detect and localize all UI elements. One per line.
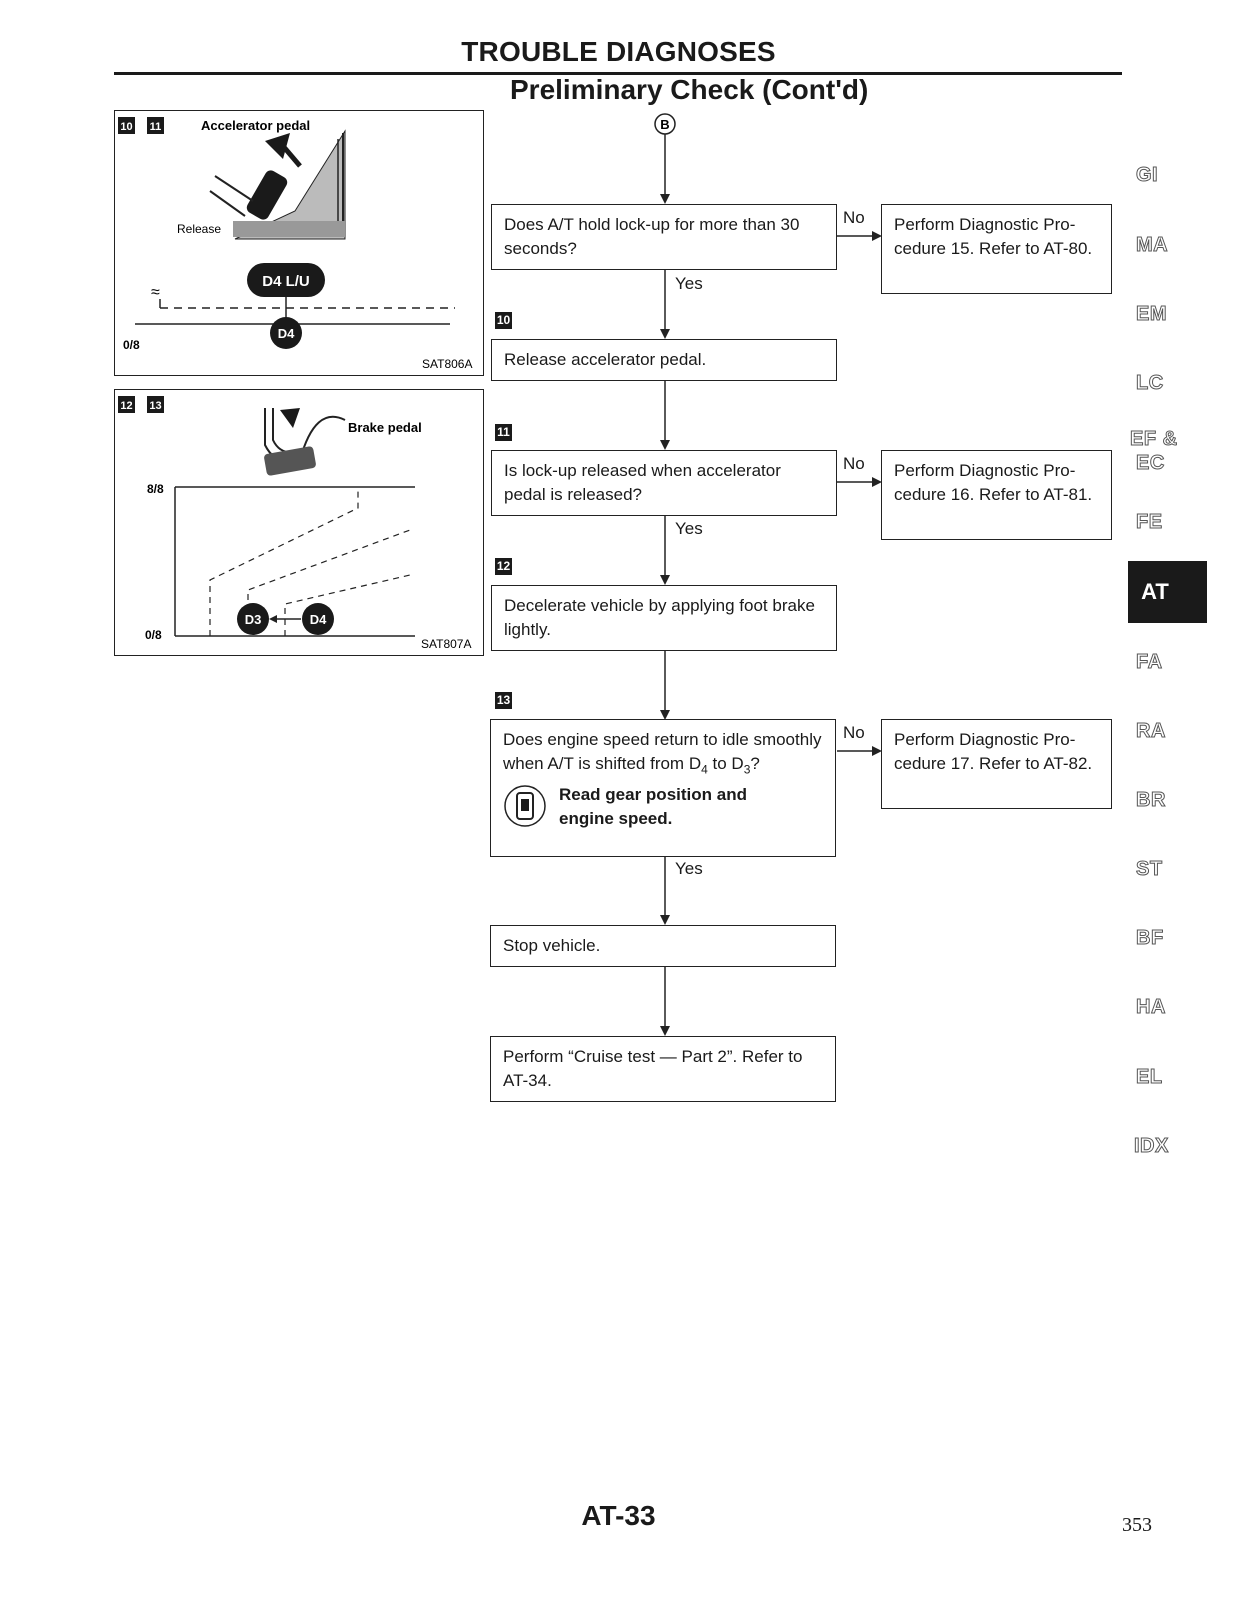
question-box-3: Does engine speed return to idle smoothl… [490, 719, 836, 857]
side-tab-ra[interactable]: RA [1136, 720, 1166, 743]
accelerator-pedal-label: Accelerator pedal [201, 118, 310, 133]
question-box-1: Does A/T hold lock-up for more than 30 s… [491, 204, 837, 270]
release-label: Release [177, 222, 221, 236]
d4-lu-badge [247, 263, 325, 297]
step-badge-12 [118, 396, 135, 413]
q3-note: Read gear position and engine speed. [559, 785, 747, 829]
side-tab-br[interactable]: BR [1136, 789, 1166, 812]
step-badge-11 [147, 117, 164, 134]
wave-icon: ≈ [151, 284, 160, 301]
full-eighth-label: 8/8 [147, 482, 164, 496]
result-box-1: Perform Diagnostic Pro-cedure 15. Refer … [881, 204, 1112, 294]
q3-text: Does engine speed return to idle smoothl… [503, 730, 822, 777]
q3-no-label: No [843, 723, 865, 742]
d4-badge-2 [302, 603, 334, 635]
step-badge-10-label: 10 [120, 121, 132, 133]
consult-tool-icon [504, 785, 546, 828]
side-tab-gi[interactable]: GI [1135, 164, 1159, 187]
brake-pedal-label: Brake pedal [348, 420, 422, 435]
side-tab-lc[interactable]: LC [1136, 372, 1164, 395]
flow-step-13: 13 [495, 692, 512, 709]
q1-yes-label: Yes [675, 274, 703, 293]
section-title: TROUBLE DIAGNOSES [461, 36, 776, 67]
step-badge-13 [147, 396, 164, 413]
q3-yes-label: Yes [675, 859, 703, 878]
d4-badge-2-label: D4 [310, 612, 327, 627]
flow-step-11: 11 [495, 424, 512, 441]
header-rule [114, 72, 1122, 75]
side-tab-el[interactable]: EL [1136, 1066, 1163, 1089]
side-tab-ma[interactable]: MA [1135, 234, 1169, 257]
d4-lu-badge-label: D4 L/U [262, 273, 310, 290]
accelerator-pedal-shape [246, 170, 288, 220]
side-tab-ef[interactable]: EF & [1130, 428, 1178, 451]
q1-no-label: No [843, 208, 865, 227]
illustration-accelerator: 10 11 Accelerator pedal Release D4 L/U ≈… [114, 110, 484, 376]
q2-yes-label: Yes [675, 519, 703, 538]
d4-badge [270, 317, 302, 349]
page-subtitle: Preliminary Check (Cont'd) [510, 74, 869, 105]
side-tab-fe[interactable]: FE [1136, 511, 1163, 534]
step-badge-10 [118, 117, 135, 134]
result-box-3: Perform Diagnostic Pro-cedure 17. Refer … [881, 719, 1112, 809]
side-tab-bf[interactable]: BF [1136, 927, 1164, 950]
question-box-2: Is lock-up released when accelerator ped… [491, 450, 837, 516]
illustration-brake: 12 13 Brake pedal 8/8 0/8 D3 D4 SAT807A [114, 389, 484, 656]
brake-arrow-icon [280, 408, 300, 428]
zero-eighth-label: 0/8 [123, 338, 140, 352]
side-tab-at-active[interactable]: AT [1128, 561, 1207, 623]
connector-b-label: B [660, 117, 669, 132]
result-box-2: Perform Diagnostic Pro-cedure 16. Refer … [881, 450, 1112, 540]
release-arrow-icon [265, 133, 290, 159]
side-tab-idx[interactable]: IDX [1134, 1135, 1169, 1158]
floor-hatch [234, 129, 346, 240]
side-tab-ec[interactable]: EC [1136, 452, 1165, 475]
page-label: AT-33 [581, 1500, 656, 1531]
side-tab-em[interactable]: EM [1136, 303, 1168, 326]
step-badge-13-label: 13 [149, 400, 161, 412]
d3-badge [237, 603, 269, 635]
zero-eighth-label-2: 0/8 [145, 628, 162, 642]
d4-badge-label: D4 [278, 326, 295, 341]
flow-step-12: 12 [495, 558, 512, 575]
action-box-cruise-test: Perform “Cruise test — Part 2”. Refer to… [490, 1036, 836, 1102]
action-box-release: Release accelerator pedal. [491, 339, 837, 381]
figure-code-2: SAT807A [421, 637, 471, 651]
q2-no-label: No [843, 454, 865, 473]
step-badge-11-label: 11 [150, 121, 162, 133]
side-tab-st[interactable]: ST [1136, 858, 1163, 881]
action-box-stop: Stop vehicle. [490, 925, 836, 967]
page-number: 353 [1122, 1514, 1152, 1536]
side-tab-ha[interactable]: HA [1136, 996, 1166, 1019]
accelerator-diagram: 10 11 Accelerator pedal Release D4 L/U ≈… [118, 117, 472, 371]
flow-step-10: 10 [495, 312, 512, 329]
d3-badge-label: D3 [245, 612, 262, 627]
brake-pedal-shape [264, 446, 316, 476]
brake-diagram: 12 13 Brake pedal 8/8 0/8 D3 D4 SAT807A [118, 396, 471, 651]
figure-code-1: SAT806A [422, 357, 472, 371]
step-badge-12-label: 12 [120, 400, 132, 412]
side-tab-fa[interactable]: FA [1136, 651, 1163, 674]
action-box-decelerate: Decelerate vehicle by applying foot brak… [491, 585, 837, 651]
